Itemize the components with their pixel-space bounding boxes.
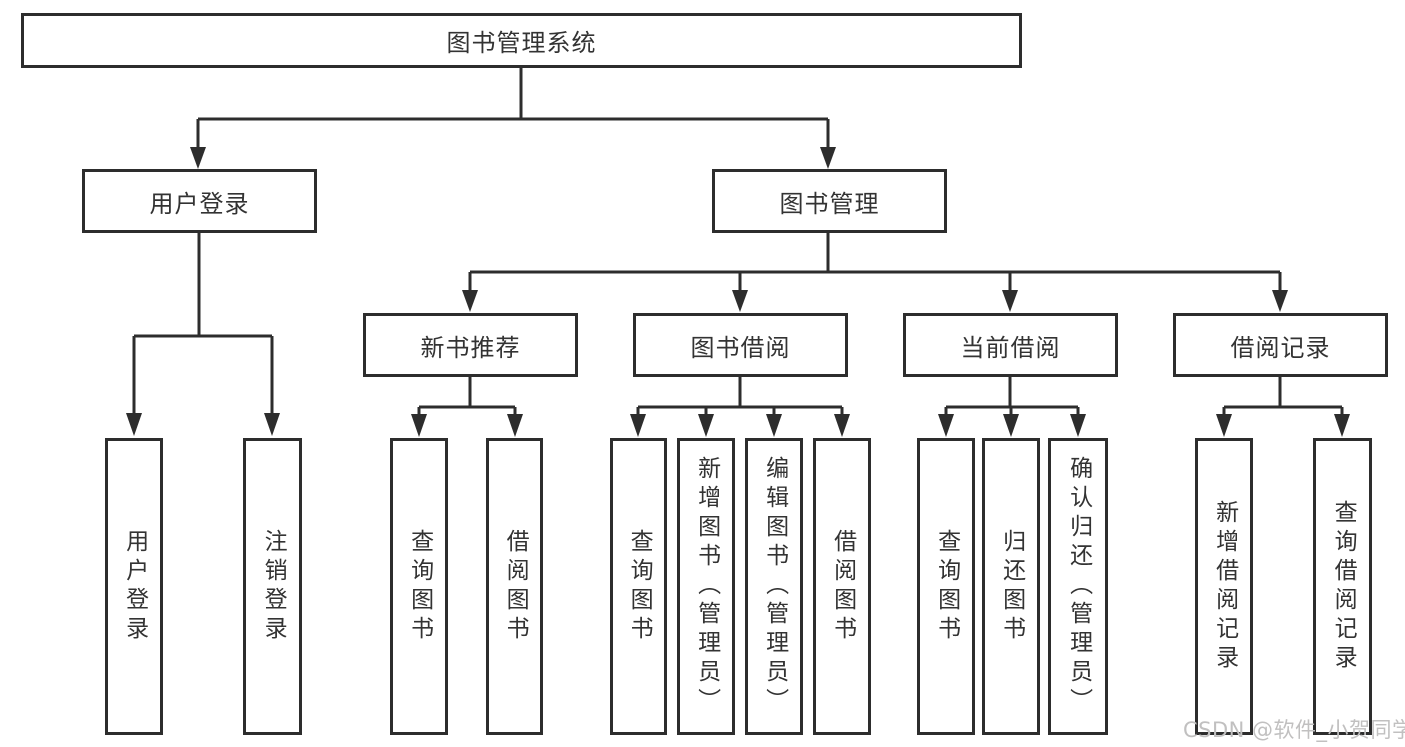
- leaf-logout: 注销登录: [243, 438, 302, 735]
- arrowheads: [126, 147, 1350, 437]
- node-user-login: 用户登录: [82, 169, 317, 233]
- leaf-query-books-current: 查询图书: [917, 438, 975, 735]
- node-new-book-recommend: 新书推荐: [363, 313, 578, 377]
- leaf-query-books-borrow: 查询图书: [610, 438, 667, 735]
- leaf-query-borrow-record: 查询借阅记录: [1313, 438, 1372, 735]
- leaf-query-books-recommend: 查询图书: [390, 438, 448, 735]
- leaf-edit-book-admin: 编辑图书（管理员）: [745, 438, 803, 735]
- watermark: CSDN @软件_小贺同学: [1183, 718, 1405, 742]
- leaf-confirm-return-admin: 确认归还（管理员）: [1048, 438, 1108, 735]
- node-current-borrow: 当前借阅: [903, 313, 1118, 377]
- leaf-borrow-books-recommend: 借阅图书: [486, 438, 543, 735]
- leaf-add-borrow-record: 新增借阅记录: [1195, 438, 1253, 735]
- leaf-add-book-admin: 新增图书（管理员）: [677, 438, 735, 735]
- node-root: 图书管理系统: [21, 13, 1022, 68]
- node-book-management: 图书管理: [712, 169, 947, 233]
- node-borrow-records: 借阅记录: [1173, 313, 1388, 377]
- leaf-return-book: 归还图书: [982, 438, 1040, 735]
- node-book-borrow: 图书借阅: [633, 313, 848, 377]
- leaf-user-login: 用户登录: [105, 438, 163, 735]
- leaf-borrow-books: 借阅图书: [813, 438, 871, 735]
